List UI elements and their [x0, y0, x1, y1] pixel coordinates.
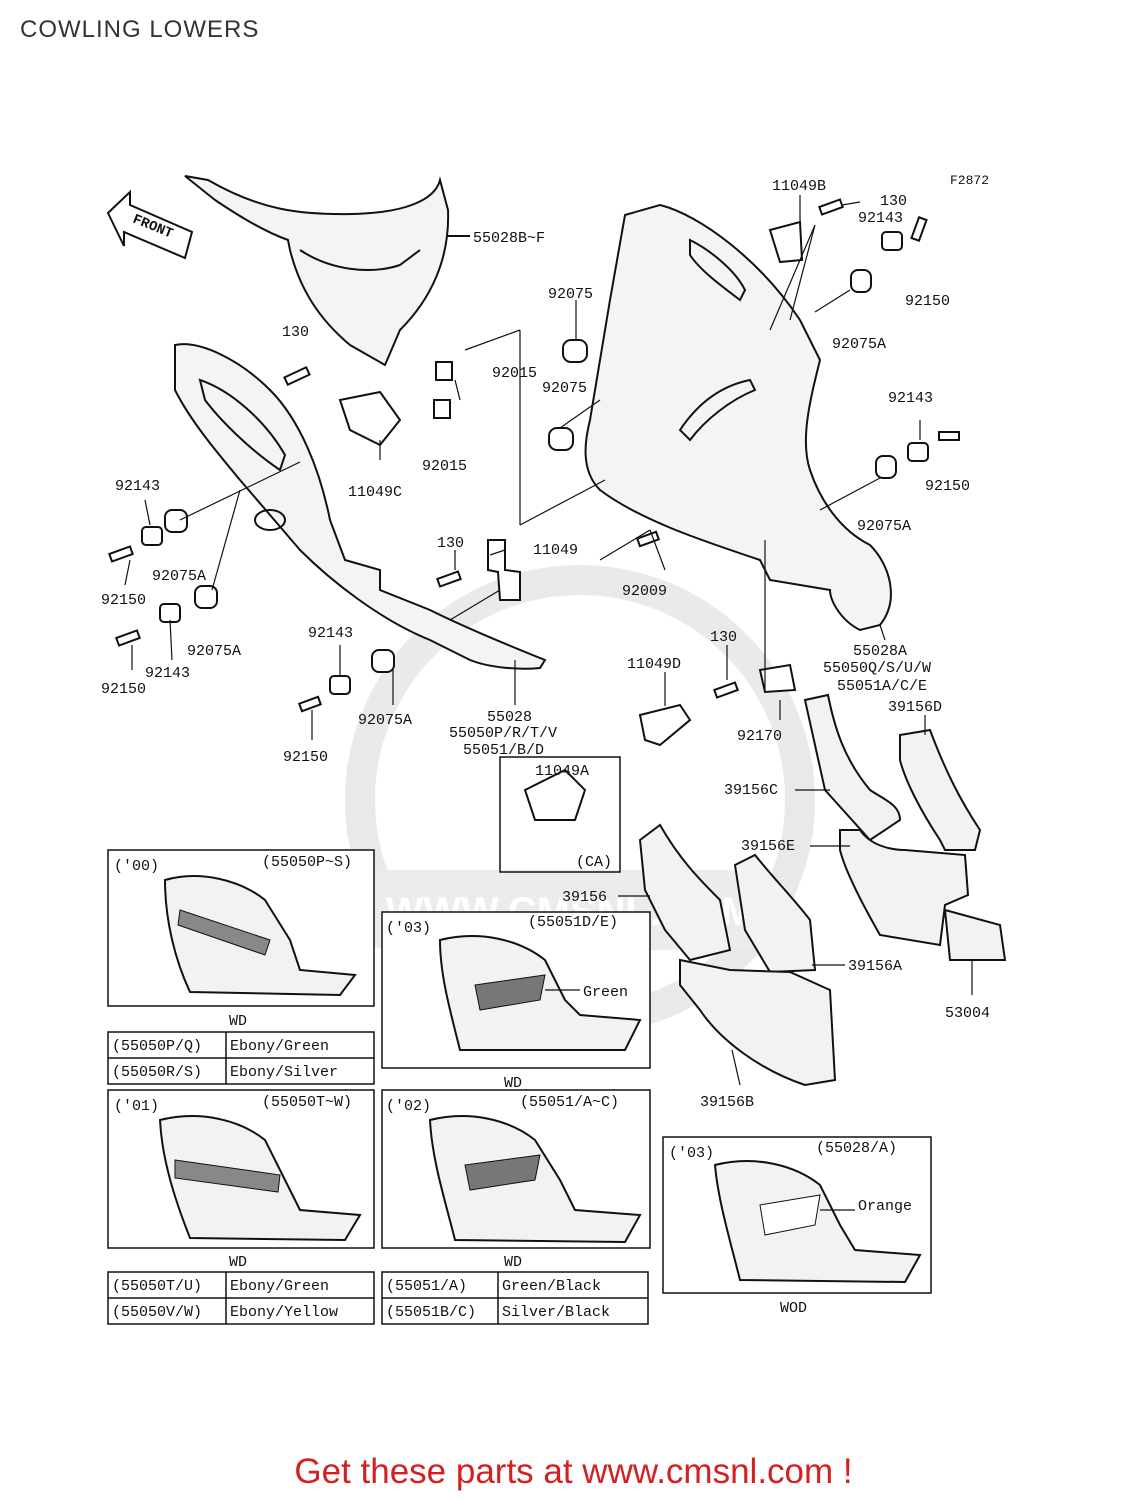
table-cell: (55051B/C): [386, 1304, 476, 1321]
callout-39156c: 39156C: [724, 782, 778, 799]
right-lower-cowl: [584, 203, 892, 632]
table-cell: (55050T/U): [112, 1278, 202, 1295]
table-cell: Silver/Black: [502, 1304, 610, 1321]
callout-92150-b: 92150: [925, 478, 970, 495]
panel-2003-a-code: (55051D/E): [528, 914, 618, 931]
footer-promo-link[interactable]: Get these parts at www.cmsnl.com !: [294, 1452, 853, 1491]
page-title: COWLING LOWERS: [20, 16, 260, 43]
panel-2003-b-type: WOD: [780, 1300, 807, 1317]
table-cell: (55050R/S): [112, 1064, 202, 1081]
callout-92143-b: 92143: [888, 390, 933, 407]
callout-55050q-s-u-w: 55050Q/S/U/W: [823, 660, 931, 677]
table-cell: Ebony/Green: [230, 1278, 329, 1295]
callout-39156d: 39156D: [888, 699, 942, 716]
insulator-pads: [638, 693, 1007, 1087]
panel-2003-b-year: ('03): [669, 1145, 714, 1162]
callout-55028b-f: 55028B~F: [473, 230, 545, 247]
callout-92075a-e: 92075A: [358, 712, 412, 729]
panel-2000-type: WD: [229, 1013, 247, 1030]
callout-55051a-c-e: 55051A/C/E: [837, 678, 927, 695]
callout-92009: 92009: [622, 583, 667, 600]
callout-92075a-b: 92075A: [857, 518, 911, 535]
callout-92150-c: 92150: [101, 592, 146, 609]
panel-2001: ('01) (55050T~W) WD: [107, 1089, 375, 1271]
callout-11049c: 11049C: [348, 484, 402, 501]
callout-55028a: 55028A: [853, 643, 907, 660]
callout-92143-d: 92143: [145, 665, 190, 682]
callout-130-d: 130: [710, 629, 737, 646]
left-lower-cowl: [174, 343, 547, 670]
table-cell: Green/Black: [502, 1278, 601, 1295]
table-cell: Ebony/Yellow: [230, 1304, 338, 1321]
panel-2003-b: ('03) (55028/A) Orange WOD: [662, 1136, 932, 1317]
callout-11049: 11049: [533, 542, 578, 559]
callout-92150-d: 92150: [101, 681, 146, 698]
table-cell: (55050V/W): [112, 1304, 202, 1321]
front-arrow-icon: FRONT: [106, 189, 194, 260]
callout-92143-a: 92143: [858, 210, 903, 227]
upper-inner-cowl: [184, 175, 470, 367]
callout-92150-e: 92150: [283, 749, 328, 766]
panel-2001-code: (55050T~W): [262, 1094, 352, 1111]
ca-inset-box: [499, 756, 621, 873]
panel-2003-a: ('03) (55051D/E) Green WD: [381, 911, 651, 1092]
panel-2003-b-code: (55028/A): [816, 1140, 897, 1157]
callout-92143-c: 92143: [115, 478, 160, 495]
table-cell: (55050P/Q): [112, 1038, 202, 1055]
color-table-2002: [381, 1271, 649, 1325]
leader-lines: [124, 195, 973, 1086]
callout-ca: (CA): [576, 854, 612, 871]
callout-11049a: 11049A: [535, 763, 589, 780]
figure-code: F2872: [950, 173, 989, 188]
panel-2002: ('02) (55051/A~C) WD: [381, 1089, 651, 1271]
callout-55050p-r-t-v: 55050P/R/T/V: [449, 725, 557, 742]
panel-2000-year: ('00): [114, 858, 159, 875]
callout-92015-a: 92015: [492, 365, 537, 382]
panel-2003-a-color: Green: [583, 984, 628, 1001]
callout-92075a-a: 92075A: [832, 336, 886, 353]
callout-39156a: 39156A: [848, 958, 902, 975]
callout-92075-a: 92075: [548, 286, 593, 303]
table-cell: Ebony/Green: [230, 1038, 329, 1055]
panel-2002-code: (55051/A~C): [520, 1094, 619, 1111]
table-cell: (55051/A): [386, 1278, 467, 1295]
panel-2003-b-color: Orange: [858, 1198, 912, 1215]
callout-39156e: 39156E: [741, 838, 795, 855]
panel-2003-a-type: WD: [504, 1075, 522, 1092]
callout-55028: 55028: [487, 709, 532, 726]
callout-92075a-c: 92075A: [152, 568, 206, 585]
panel-2003-a-year: ('03): [386, 920, 431, 937]
color-table-2001-cells: (55050T/U) Ebony/Green (55050V/W) Ebony/…: [112, 1278, 338, 1321]
callout-92170: 92170: [737, 728, 782, 745]
color-table-2000-cells: (55050P/Q) Ebony/Green (55050R/S) Ebony/…: [112, 1038, 338, 1081]
callout-130-a: 130: [880, 193, 907, 210]
callout-130-b: 130: [282, 324, 309, 341]
panel-2001-type: WD: [229, 1254, 247, 1271]
table-cell: Ebony/Silver: [230, 1064, 338, 1081]
callout-53004: 53004: [945, 1005, 990, 1022]
panel-2000: ('00) (55050P~S) WD: [107, 849, 375, 1030]
callout-92150-a: 92150: [905, 293, 950, 310]
callout-92143-e: 92143: [308, 625, 353, 642]
color-table-2001: [107, 1271, 375, 1325]
callout-130-c: 130: [437, 535, 464, 552]
callout-92075a-d: 92075A: [187, 643, 241, 660]
callout-11049d: 11049D: [627, 656, 681, 673]
callout-55051-b-d: 55051/B/D: [463, 742, 544, 759]
color-table-2000: [107, 1031, 375, 1085]
callout-39156: 39156: [562, 889, 607, 906]
callout-92015-b: 92015: [422, 458, 467, 475]
color-table-2002-cells: (55051/A) Green/Black (55051B/C) Silver/…: [386, 1278, 610, 1321]
panel-2001-year: ('01): [114, 1098, 159, 1115]
panel-2002-year: ('02): [386, 1098, 431, 1115]
panel-2000-code: (55050P~S): [262, 854, 352, 871]
callout-labels: 55028B~F 11049B 130 92143 92150 92075 92…: [101, 178, 990, 1111]
callout-92075-b: 92075: [542, 380, 587, 397]
exploded-parts-diagram: WWW.CMSNL.COM F2872 FRONT: [101, 173, 1007, 1325]
panel-2002-type: WD: [504, 1254, 522, 1271]
callout-39156b: 39156B: [700, 1094, 754, 1111]
callout-11049b: 11049B: [772, 178, 826, 195]
